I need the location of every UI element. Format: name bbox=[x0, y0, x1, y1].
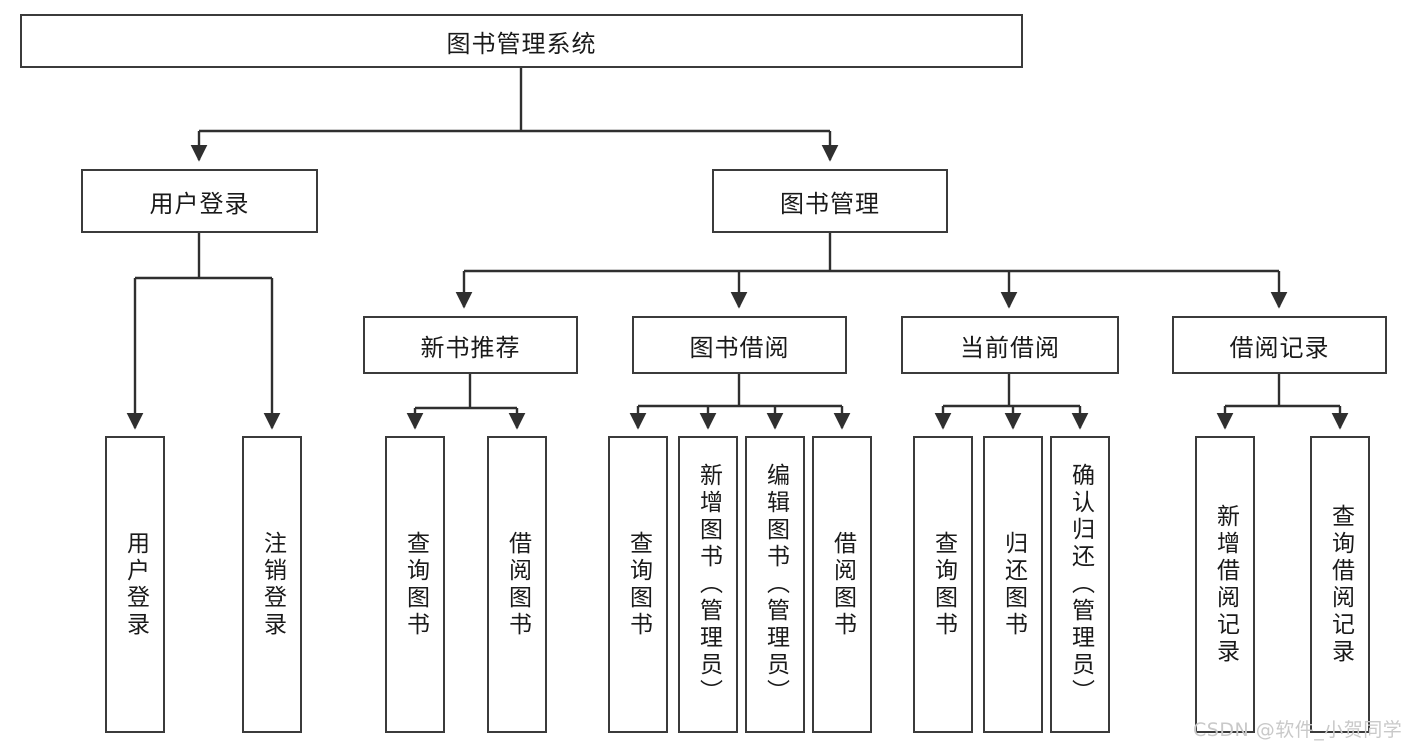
node-book-management-label: 图书管理 bbox=[780, 189, 880, 218]
node-leaf-add-book-admin-label: 新增图书（管理员） bbox=[695, 463, 722, 706]
node-current-borrow-label: 当前借阅 bbox=[960, 333, 1060, 362]
node-book-borrow[interactable]: 图书借阅 bbox=[632, 316, 847, 374]
node-leaf-return-book-label: 归还图书 bbox=[1000, 530, 1027, 639]
node-leaf-add-book-admin[interactable]: 新增图书（管理员） bbox=[678, 436, 738, 733]
node-leaf-query-book-recommend-label: 查询图书 bbox=[402, 530, 429, 639]
node-leaf-borrow-book[interactable]: 借阅图书 bbox=[812, 436, 872, 733]
node-leaf-logout-login-label: 注销登录 bbox=[259, 530, 286, 639]
node-leaf-confirm-return-admin[interactable]: 确认归还（管理员） bbox=[1050, 436, 1110, 733]
node-leaf-return-book[interactable]: 归还图书 bbox=[983, 436, 1043, 733]
node-new-book-recommend[interactable]: 新书推荐 bbox=[363, 316, 578, 374]
node-leaf-query-book-borrow-label: 查询图书 bbox=[625, 530, 652, 639]
node-leaf-edit-book-admin-label: 编辑图书（管理员） bbox=[762, 463, 789, 706]
node-new-book-recommend-label: 新书推荐 bbox=[420, 333, 521, 362]
node-leaf-query-book-current-label: 查询图书 bbox=[930, 530, 957, 639]
node-leaf-query-borrow-record-label: 查询借阅记录 bbox=[1327, 503, 1354, 666]
watermark: CSDN @软件_小贺同学 bbox=[1193, 719, 1403, 741]
node-borrow-record-label: 借阅记录 bbox=[1229, 333, 1330, 362]
node-leaf-add-borrow-record-label: 新增借阅记录 bbox=[1212, 503, 1239, 666]
node-leaf-borrow-book-label: 借阅图书 bbox=[829, 530, 856, 639]
node-current-borrow[interactable]: 当前借阅 bbox=[901, 316, 1119, 374]
node-book-management[interactable]: 图书管理 bbox=[712, 169, 948, 233]
node-leaf-logout-login[interactable]: 注销登录 bbox=[242, 436, 302, 733]
node-leaf-borrow-book-recommend[interactable]: 借阅图书 bbox=[487, 436, 547, 733]
node-root[interactable]: 图书管理系统 bbox=[20, 14, 1023, 68]
node-leaf-query-book-borrow[interactable]: 查询图书 bbox=[608, 436, 668, 733]
node-leaf-user-login-label: 用户登录 bbox=[122, 530, 149, 639]
node-book-borrow-label: 图书借阅 bbox=[689, 333, 790, 362]
node-leaf-add-borrow-record[interactable]: 新增借阅记录 bbox=[1195, 436, 1255, 733]
node-leaf-user-login[interactable]: 用户登录 bbox=[105, 436, 165, 733]
node-root-label: 图书管理系统 bbox=[446, 29, 597, 58]
node-leaf-edit-book-admin[interactable]: 编辑图书（管理员） bbox=[745, 436, 805, 733]
node-borrow-record[interactable]: 借阅记录 bbox=[1172, 316, 1387, 374]
node-leaf-borrow-book-recommend-label: 借阅图书 bbox=[504, 530, 531, 639]
node-user-login-label: 用户登录 bbox=[149, 189, 250, 218]
node-leaf-query-borrow-record[interactable]: 查询借阅记录 bbox=[1310, 436, 1370, 733]
node-leaf-query-book-current[interactable]: 查询图书 bbox=[913, 436, 973, 733]
node-leaf-query-book-recommend[interactable]: 查询图书 bbox=[385, 436, 445, 733]
node-user-login[interactable]: 用户登录 bbox=[81, 169, 318, 233]
node-leaf-confirm-return-admin-label: 确认归还（管理员） bbox=[1067, 463, 1094, 706]
